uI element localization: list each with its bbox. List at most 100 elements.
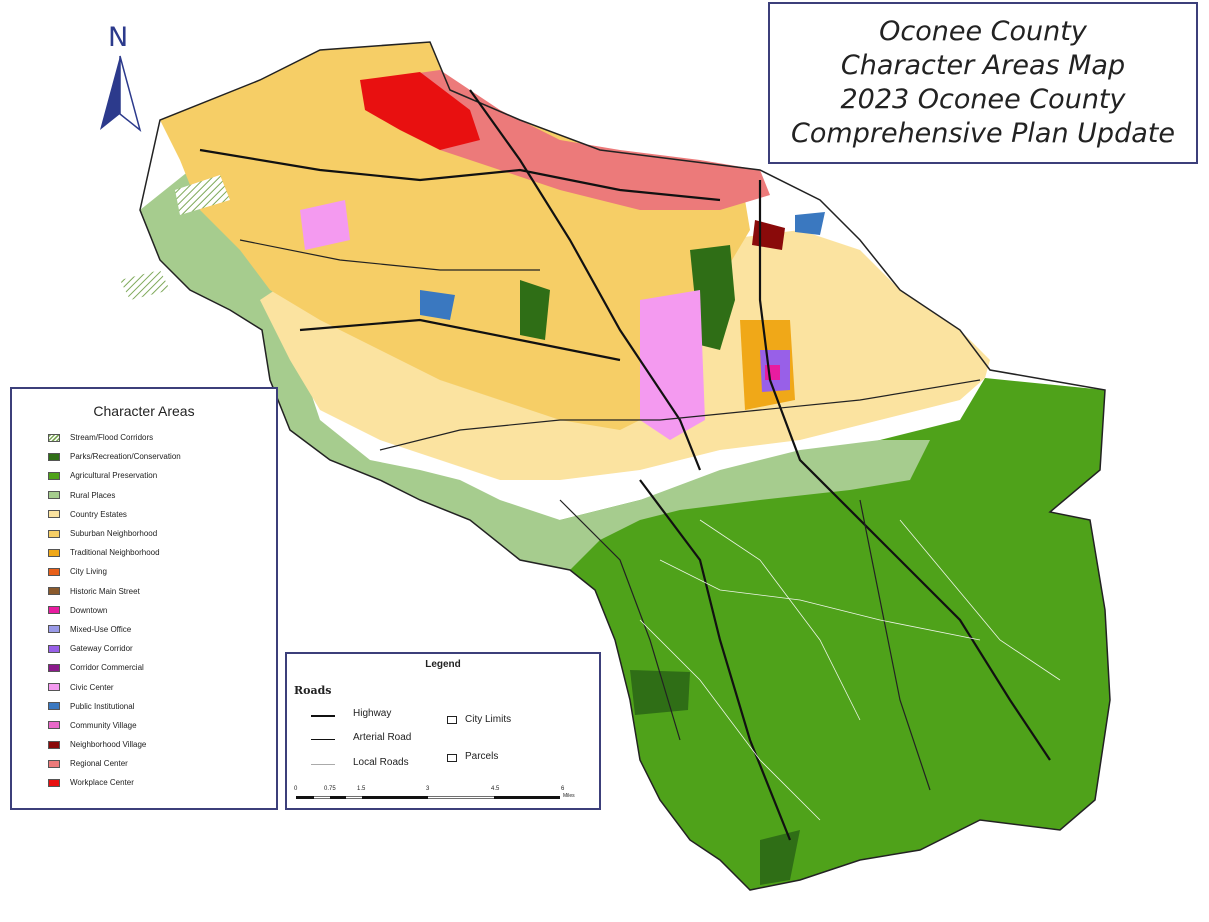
highway-swatch: [311, 715, 335, 717]
area-civic-center: [640, 290, 705, 440]
character-area-label: Traditional Neighborhood: [70, 548, 160, 558]
scale-tick: 4.5: [491, 786, 500, 792]
highways: [199, 89, 1051, 841]
character-area-label: Country Estates: [70, 509, 127, 519]
character-area-item: Civic Center: [48, 677, 181, 696]
scale-tick: 3: [426, 786, 430, 792]
character-area-swatch: [48, 452, 60, 461]
character-area-item: Historic Main Street: [48, 582, 181, 601]
city-limits-swatch: [447, 716, 457, 724]
character-area-item: Suburban Neighborhood: [48, 524, 181, 543]
character-area-label: Suburban Neighborhood: [70, 529, 158, 539]
arterial-roads: [239, 239, 981, 791]
character-area-label: City Living: [70, 567, 107, 577]
character-area-label: Neighborhood Village: [70, 740, 147, 750]
character-area-swatch: [48, 567, 60, 576]
scale-tick: 0: [294, 786, 298, 792]
area-public-institutional: [420, 290, 455, 320]
character-area-swatch: [48, 433, 60, 442]
scale-tick: 1.5: [357, 786, 366, 792]
area-civic-center: [300, 200, 350, 250]
character-area-item: Traditional Neighborhood: [48, 543, 181, 562]
arterial-swatch: [311, 739, 335, 740]
area-parks: [520, 280, 550, 340]
map-title-box: Oconee County Character Areas Map 2023 O…: [768, 2, 1198, 164]
character-area-label: Downtown: [70, 605, 108, 615]
scale-tick: 6: [561, 786, 565, 792]
arterial-label: Arterial Road: [353, 732, 412, 743]
scale-unit: Miles: [563, 793, 575, 799]
character-area-item: Regional Center: [48, 754, 181, 773]
character-area-swatch: [48, 548, 60, 557]
character-area-label: Gateway Corridor: [70, 644, 133, 654]
character-area-item: Downtown: [48, 601, 181, 620]
character-area-label: Rural Places: [70, 490, 116, 500]
character-area-swatch: [48, 663, 60, 672]
character-area-swatch: [48, 471, 60, 480]
map-title-line: Comprehensive Plan Update: [791, 118, 1175, 149]
character-area-item: Country Estates: [48, 505, 181, 524]
character-area-label: Agricultural Preservation: [70, 471, 158, 481]
area-downtown: [765, 365, 780, 380]
county-boundary: [139, 41, 1111, 891]
character-area-label: Workplace Center: [70, 778, 134, 788]
area-public-institutional: [795, 212, 825, 235]
character-area-item: Rural Places: [48, 486, 181, 505]
scale-tick: 0.75: [324, 786, 336, 792]
roads-heading: Roads: [294, 684, 332, 697]
highway-label: Highway: [353, 708, 392, 719]
character-area-item: Workplace Center: [48, 773, 181, 792]
local-roads-swatch: [311, 764, 335, 765]
character-area-swatch: [48, 587, 60, 596]
character-area-label: Mixed-Use Office: [70, 624, 132, 634]
character-area-swatch: [48, 683, 60, 692]
map-title-line: 2023 Oconee County: [840, 84, 1126, 115]
character-area-label: Community Village: [70, 720, 137, 730]
area-parks: [630, 670, 690, 715]
local-roads-label: Local Roads: [353, 757, 409, 768]
area-suburban-neighborhood: [160, 42, 750, 430]
character-area-item: Mixed-Use Office: [48, 620, 181, 639]
map-title-line: Oconee County: [879, 16, 1087, 47]
character-area-swatch: [48, 510, 60, 519]
character-area-label: Regional Center: [70, 759, 128, 769]
character-area-swatch: [48, 740, 60, 749]
character-area-item: Parks/Recreation/Conservation: [48, 447, 181, 466]
character-area-swatch: [48, 606, 60, 615]
area-regional-center: [370, 70, 770, 210]
character-area-swatch: [48, 702, 60, 711]
character-area-item: Agricultural Preservation: [48, 466, 181, 485]
character-area-label: Corridor Commercial: [70, 663, 144, 673]
character-area-swatch: [48, 625, 60, 634]
character-area-swatch: [48, 529, 60, 538]
character-area-item: Neighborhood Village: [48, 735, 181, 754]
area-parks: [760, 830, 800, 885]
map-title-line: Character Areas Map: [840, 50, 1126, 81]
character-area-swatch: [48, 721, 60, 730]
character-area-label: Civic Center: [70, 682, 114, 692]
character-area-swatch: [48, 759, 60, 768]
character-area-item: City Living: [48, 562, 181, 581]
character-area-label: Stream/Flood Corridors: [70, 433, 154, 443]
roads-legend: Legend Roads Highway Arterial Road Local…: [285, 652, 601, 810]
character-area-label: Parks/Recreation/Conservation: [70, 452, 181, 462]
area-neighborhood-village: [752, 220, 785, 250]
parcels-label: Parcels: [465, 751, 499, 762]
character-area-item: Corridor Commercial: [48, 658, 181, 677]
legend-title: Legend: [425, 659, 461, 670]
local-roads: [639, 519, 1061, 821]
character-area-label: Historic Main Street: [70, 586, 140, 596]
area-stream-corridors: [175, 175, 230, 215]
character-area-item: Public Institutional: [48, 697, 181, 716]
area-stream-corridors: [120, 270, 170, 300]
character-areas-title: Character Areas: [93, 403, 195, 419]
character-area-swatch: [48, 491, 60, 500]
scale-bar-graphic: [296, 796, 560, 799]
character-area-item: Community Village: [48, 716, 181, 735]
north-arrow-icon: [100, 55, 142, 133]
character-area-swatch: [48, 644, 60, 653]
character-area-label: Public Institutional: [70, 701, 135, 711]
north-label: N: [108, 22, 129, 53]
